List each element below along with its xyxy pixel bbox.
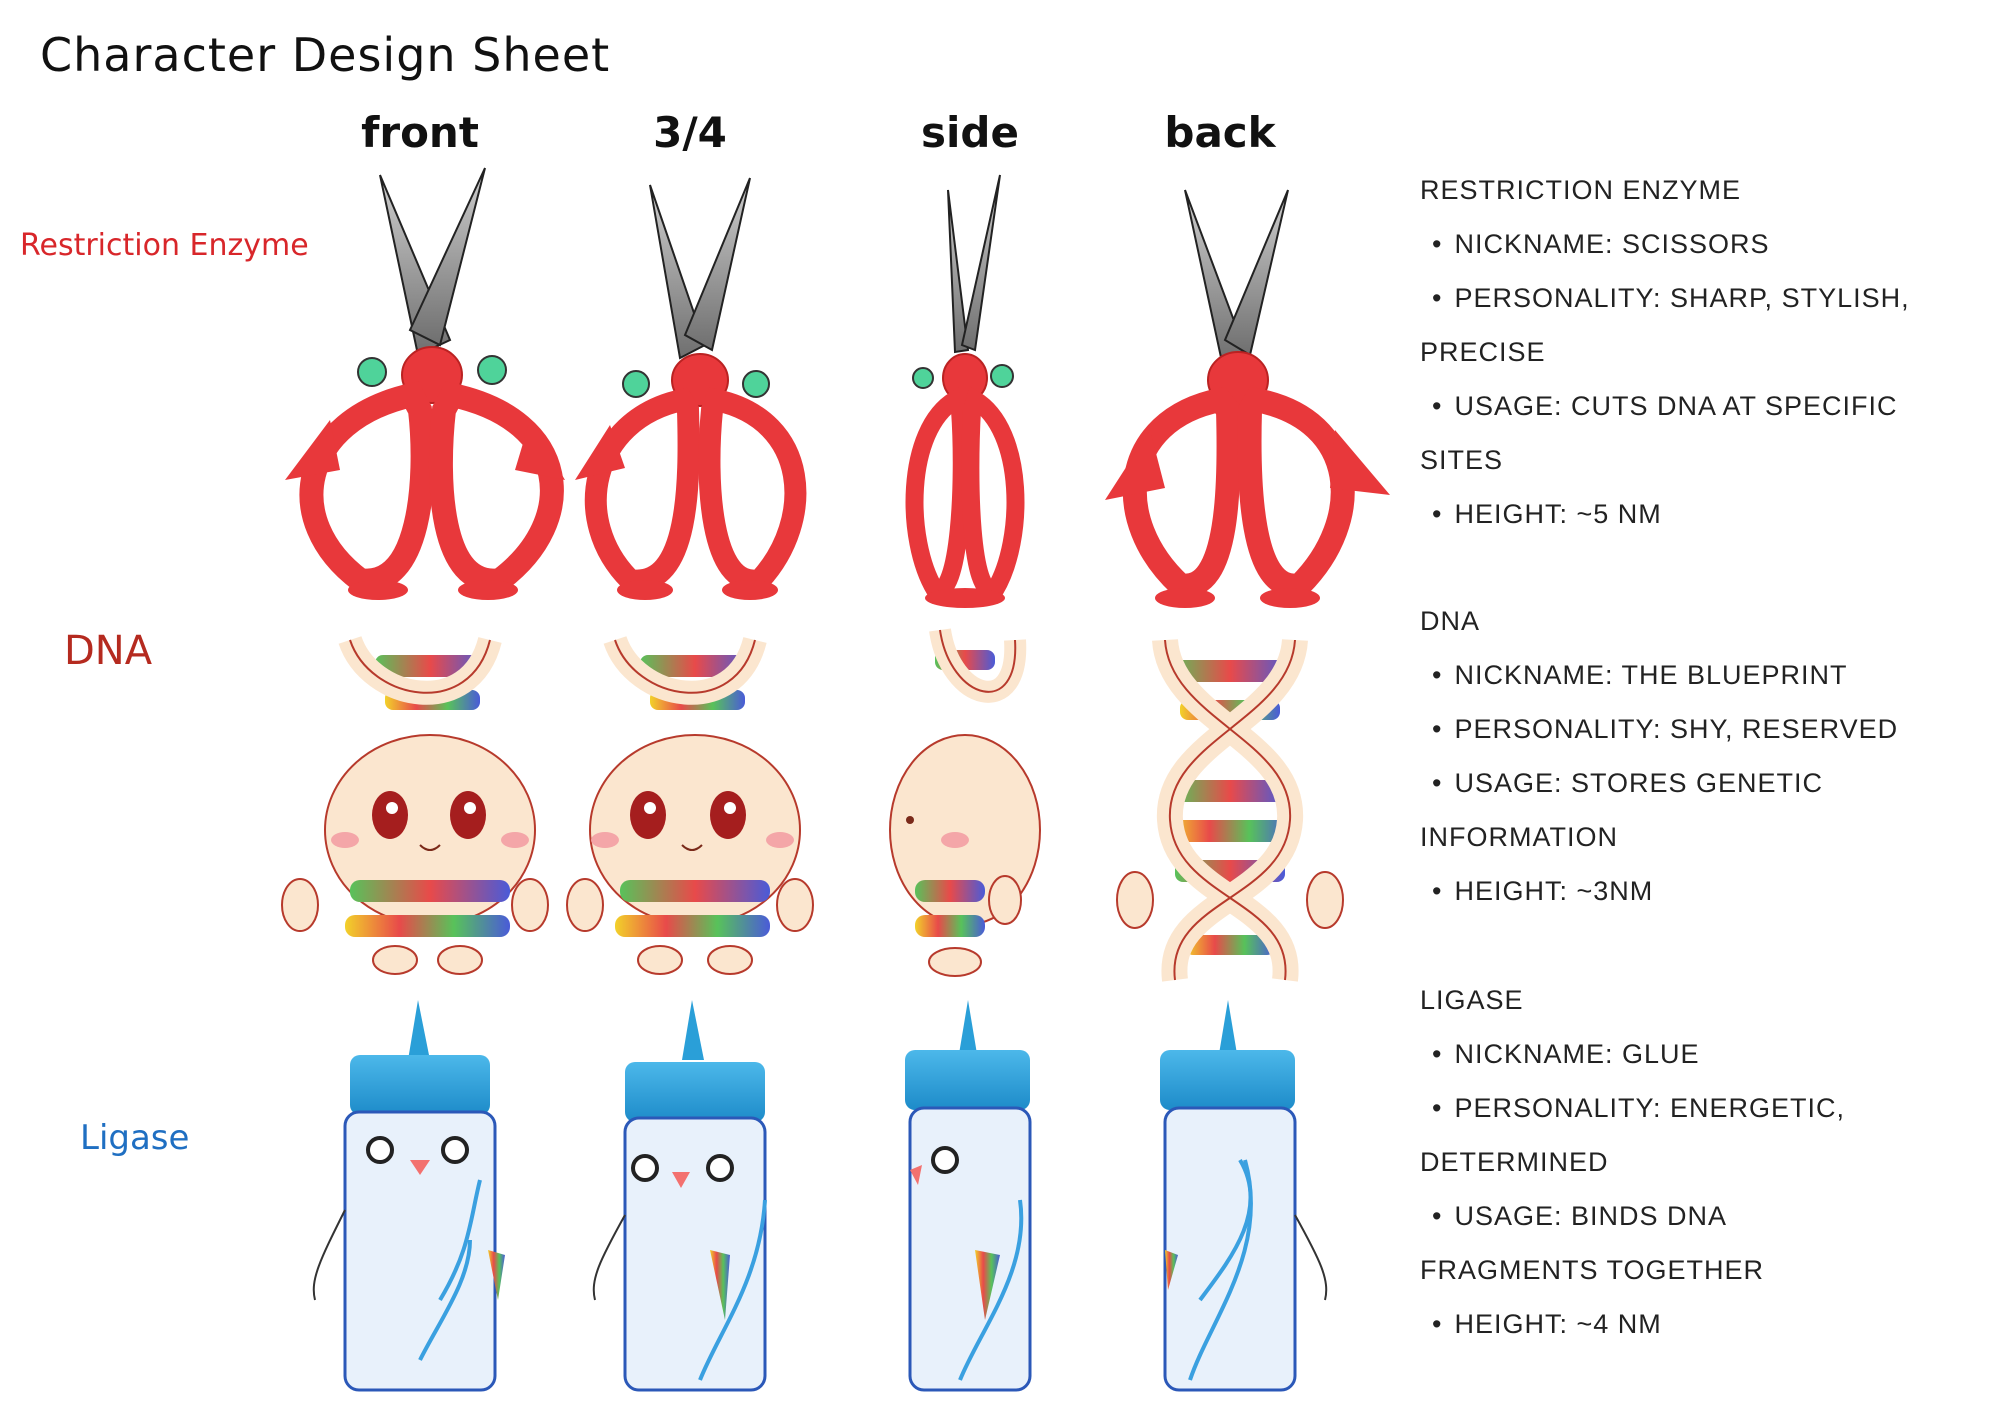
info-personality-cont: PRECISE: [1420, 337, 1546, 367]
scissors-back: [1105, 189, 1390, 608]
info-personality: PERSONALITY: ENERGETIC,: [1420, 1081, 1980, 1135]
info-nickname: NICKNAME: THE BLUEPRINT: [1420, 648, 1980, 702]
info-usage: USAGE: CUTS DNA AT SPECIFIC: [1420, 379, 1980, 433]
scissors-side: [905, 174, 1025, 608]
info-restriction-enzyme: RESTRICTION ENZYME NICKNAME: SCISSORS PE…: [1420, 163, 1980, 541]
info-usage-cont: INFORMATION: [1420, 822, 1618, 852]
view-label-three-quarter: 3/4: [653, 108, 727, 157]
glue-back: [1160, 1000, 1328, 1392]
info-nickname: NICKNAME: GLUE: [1420, 1027, 1980, 1081]
info-dna: DNA NICKNAME: THE BLUEPRINT PERSONALITY:…: [1420, 594, 1980, 918]
dna-three-quarter: [566, 635, 814, 975]
info-nickname: NICKNAME: SCISSORS: [1420, 217, 1980, 271]
info-personality: PERSONALITY: SHY, RESERVED: [1420, 702, 1980, 756]
info-ligase: LIGASE NICKNAME: GLUE PERSONALITY: ENERG…: [1420, 973, 1980, 1351]
info-height: HEIGHT: ~3NM: [1420, 864, 1980, 918]
view-label-front: front: [361, 108, 479, 157]
info-personality: PERSONALITY: SHARP, STYLISH,: [1420, 271, 1980, 325]
glue-side: [905, 1000, 1032, 1392]
info-usage-cont: SITES: [1420, 445, 1504, 475]
row-label-dna: DNA: [64, 628, 153, 674]
info-height: HEIGHT: ~4 NM: [1420, 1297, 1980, 1351]
glue-three-quarter: [592, 1000, 767, 1392]
view-label-side: side: [921, 108, 1019, 157]
dna-side: [889, 627, 1041, 977]
page-title: Character Design Sheet: [40, 28, 611, 82]
info-usage: USAGE: STORES GENETIC: [1420, 756, 1980, 810]
glue-front: [312, 1000, 505, 1392]
info-heading: DNA: [1420, 606, 1481, 636]
info-usage: USAGE: BINDS DNA: [1420, 1189, 1980, 1243]
dna-front: [281, 635, 549, 975]
view-label-back: back: [1164, 108, 1276, 157]
row-label-restriction-enzyme: Restriction Enzyme: [20, 228, 309, 263]
info-height: HEIGHT: ~5 NM: [1420, 487, 1980, 541]
info-heading: RESTRICTION ENZYME: [1420, 175, 1742, 205]
info-personality-cont: DETERMINED: [1420, 1147, 1609, 1177]
scissors-three-quarter: [575, 177, 807, 600]
scissors-front: [285, 167, 565, 600]
info-usage-cont: FRAGMENTS TOGETHER: [1420, 1255, 1765, 1285]
info-heading: LIGASE: [1420, 985, 1524, 1015]
dna-back: [1116, 638, 1344, 982]
row-label-ligase: Ligase: [80, 1118, 190, 1158]
